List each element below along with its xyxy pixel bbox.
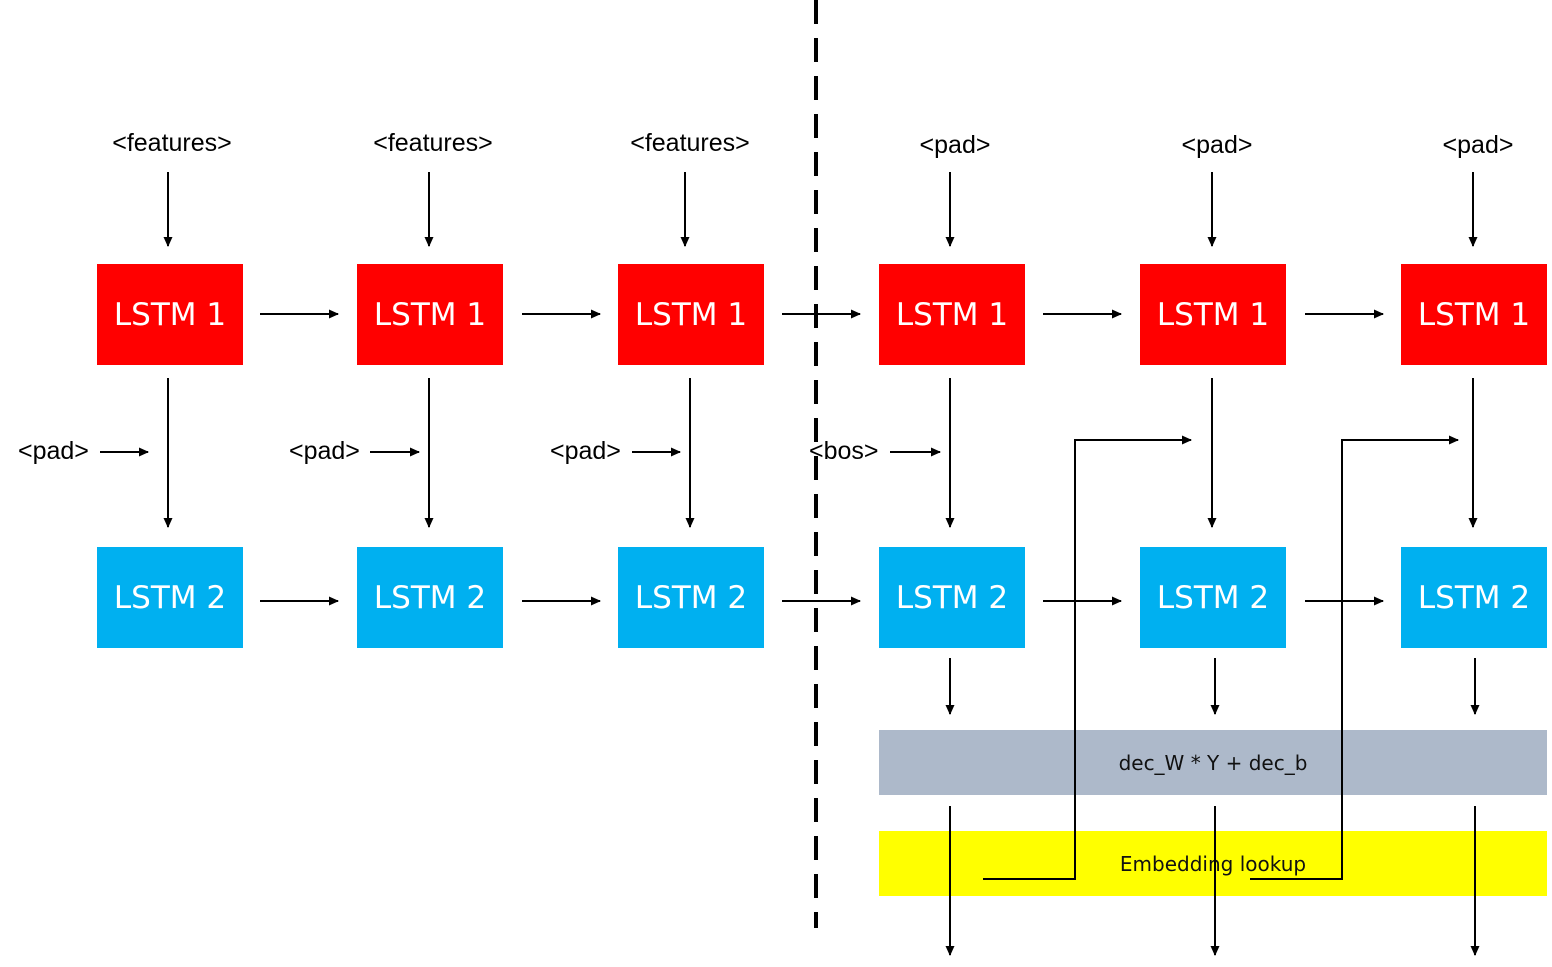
lstm1-cell-2: LSTM 1 (357, 264, 503, 365)
lstm2-cell-6: LSTM 2 (1401, 547, 1547, 648)
input-label-1: <features> (112, 129, 232, 157)
lstm1-cell-1: LSTM 1 (97, 264, 243, 365)
embedding-lookup-layer: Embedding lookup (879, 831, 1547, 896)
input-label-2: <features> (373, 129, 493, 157)
input-label-5: <pad> (1181, 131, 1253, 159)
feedback-path-1 (983, 435, 1192, 880)
feedback-path-2 (1250, 435, 1459, 880)
lstm2-cell-5: LSTM 2 (1140, 547, 1286, 648)
lstm2-cell-1: LSTM 2 (97, 547, 243, 648)
lstm1-cell-5: LSTM 1 (1140, 264, 1286, 365)
input-label-4: <pad> (919, 131, 991, 159)
decoder-projection-layer: dec_W * Y + dec_b (879, 730, 1547, 795)
side-label-2: <pad> (289, 437, 360, 465)
side-label-3: <pad> (550, 437, 621, 465)
input-label-3: <features> (630, 129, 750, 157)
decoder-projection-label: dec_W * Y + dec_b (1118, 750, 1308, 775)
embedding-lookup-label: Embedding lookup (1119, 851, 1307, 876)
side-label-1: <pad> (18, 437, 89, 465)
lstm2-cell-3: LSTM 2 (618, 547, 764, 648)
input-label-6: <pad> (1442, 131, 1514, 159)
lstm1-cell-4: LSTM 1 (879, 264, 1025, 365)
lstm2-cell-4: LSTM 2 (879, 547, 1025, 648)
side-label-4: <bos> (809, 437, 879, 465)
lstm2-cell-2: LSTM 2 (357, 547, 503, 648)
lstm1-cell-6: LSTM 1 (1401, 264, 1547, 365)
lstm1-cell-3: LSTM 1 (618, 264, 764, 365)
